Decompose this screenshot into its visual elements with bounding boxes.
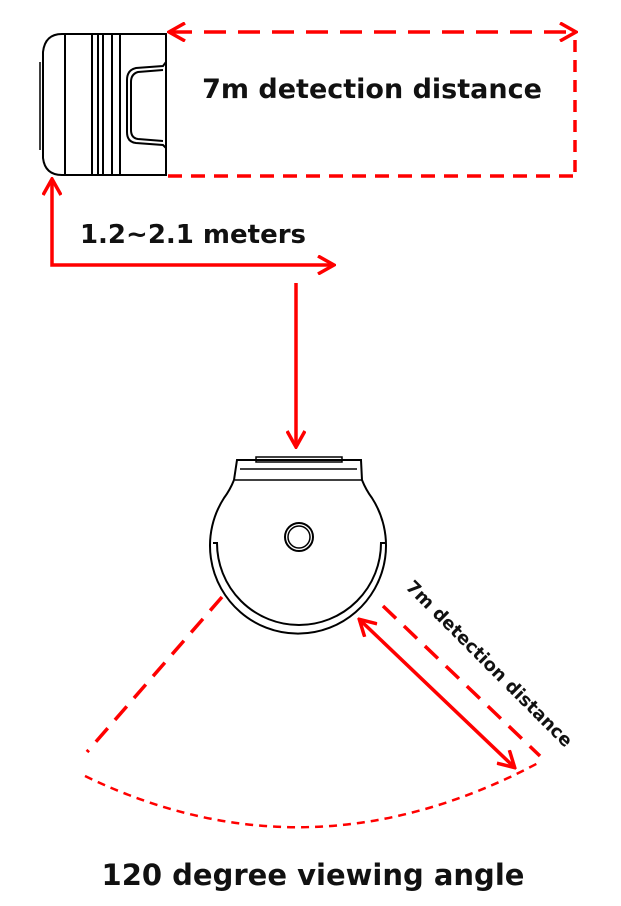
bottom-distance-arrow <box>360 620 514 767</box>
bottom-distance-label: 7m detection distance <box>401 577 576 752</box>
sensor-side-view <box>39 33 167 176</box>
sensor-top-view <box>209 456 387 635</box>
top-distance-label: 7m detection distance <box>202 74 542 105</box>
viewing-angle-label: 120 degree viewing angle <box>102 858 525 892</box>
mount-height-arrow <box>52 180 333 265</box>
top-detection-range <box>168 32 575 178</box>
mount-height-label: 1.2~2.1 meters <box>80 220 306 250</box>
